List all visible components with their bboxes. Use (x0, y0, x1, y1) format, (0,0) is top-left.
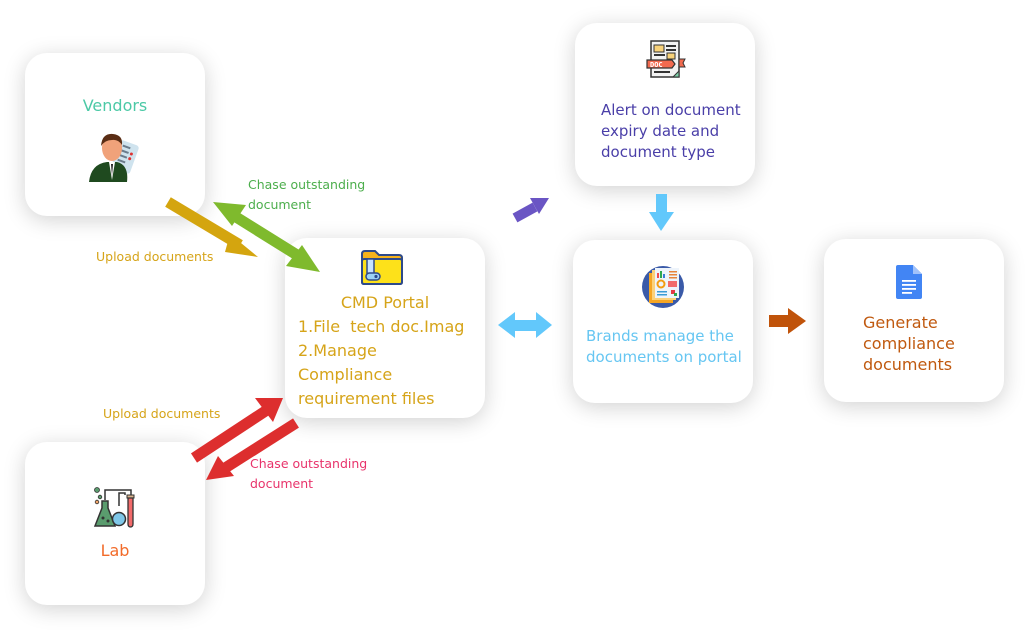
alert-line-2: expiry date and (601, 122, 720, 140)
brands-line-2: documents on portal (586, 348, 742, 366)
lab-chase-label-2: document (250, 476, 314, 491)
alert-to-brands-arrow (649, 194, 674, 231)
alert-line-1: Alert on document (601, 101, 741, 119)
alert-line-3: document type (601, 143, 715, 161)
google-doc-icon (896, 265, 922, 299)
cmd-portal-line-1: 1.File tech doc.Imag (298, 317, 465, 336)
brands-to-generate-arrow (769, 308, 806, 334)
vendor-chase-arrow (213, 202, 320, 272)
generate-line-1: Generate (863, 313, 938, 332)
vendor-person-icon (89, 133, 139, 182)
generate-card: Generate compliance documents (824, 239, 1004, 402)
portal-brands-double-arrow (498, 312, 552, 338)
folder-icon (361, 250, 403, 285)
lab-chase-arrow (206, 418, 299, 480)
portal-to-alert-arrow (512, 198, 549, 223)
cmd-portal-line-2: 2.Manage (298, 341, 377, 360)
generate-line-2: compliance (863, 334, 955, 353)
cmd-portal-line-4: requirement files (298, 389, 435, 408)
lab-card: Lab (25, 442, 205, 605)
cmd-portal-line-3: Compliance (298, 365, 393, 384)
vendor-upload-arrow (165, 197, 258, 257)
vendor-chase-label-2: document (248, 197, 312, 212)
cmd-portal-title: CMD Portal (340, 293, 430, 312)
vendors-title: Vendors (82, 96, 148, 115)
lab-title: Lab (100, 541, 130, 560)
vendor-chase-label-1: Chase outstanding (248, 177, 366, 192)
brands-card: Brands manage the documents on portal (573, 240, 753, 403)
lab-upload-label: Upload documents (103, 406, 221, 421)
doc-icon: DOC (646, 40, 686, 78)
brands-line-1: Brands manage the (586, 327, 734, 345)
alert-card: DOC Alert on document expiry date and do… (575, 23, 755, 186)
lab-flask-icon (93, 487, 135, 528)
lab-chase-label-1: Chase outstanding (250, 456, 368, 471)
svg-text:DOC: DOC (650, 61, 663, 69)
cmd-portal-card: CMD Portal 1.File tech doc.Imag 2.Manage… (285, 238, 485, 418)
vendor-upload-label: Upload documents (96, 249, 214, 264)
vendors-card: Vendors (25, 53, 205, 216)
generate-line-3: documents (863, 355, 953, 374)
report-icon (642, 266, 684, 308)
lab-upload-arrow (190, 398, 283, 463)
